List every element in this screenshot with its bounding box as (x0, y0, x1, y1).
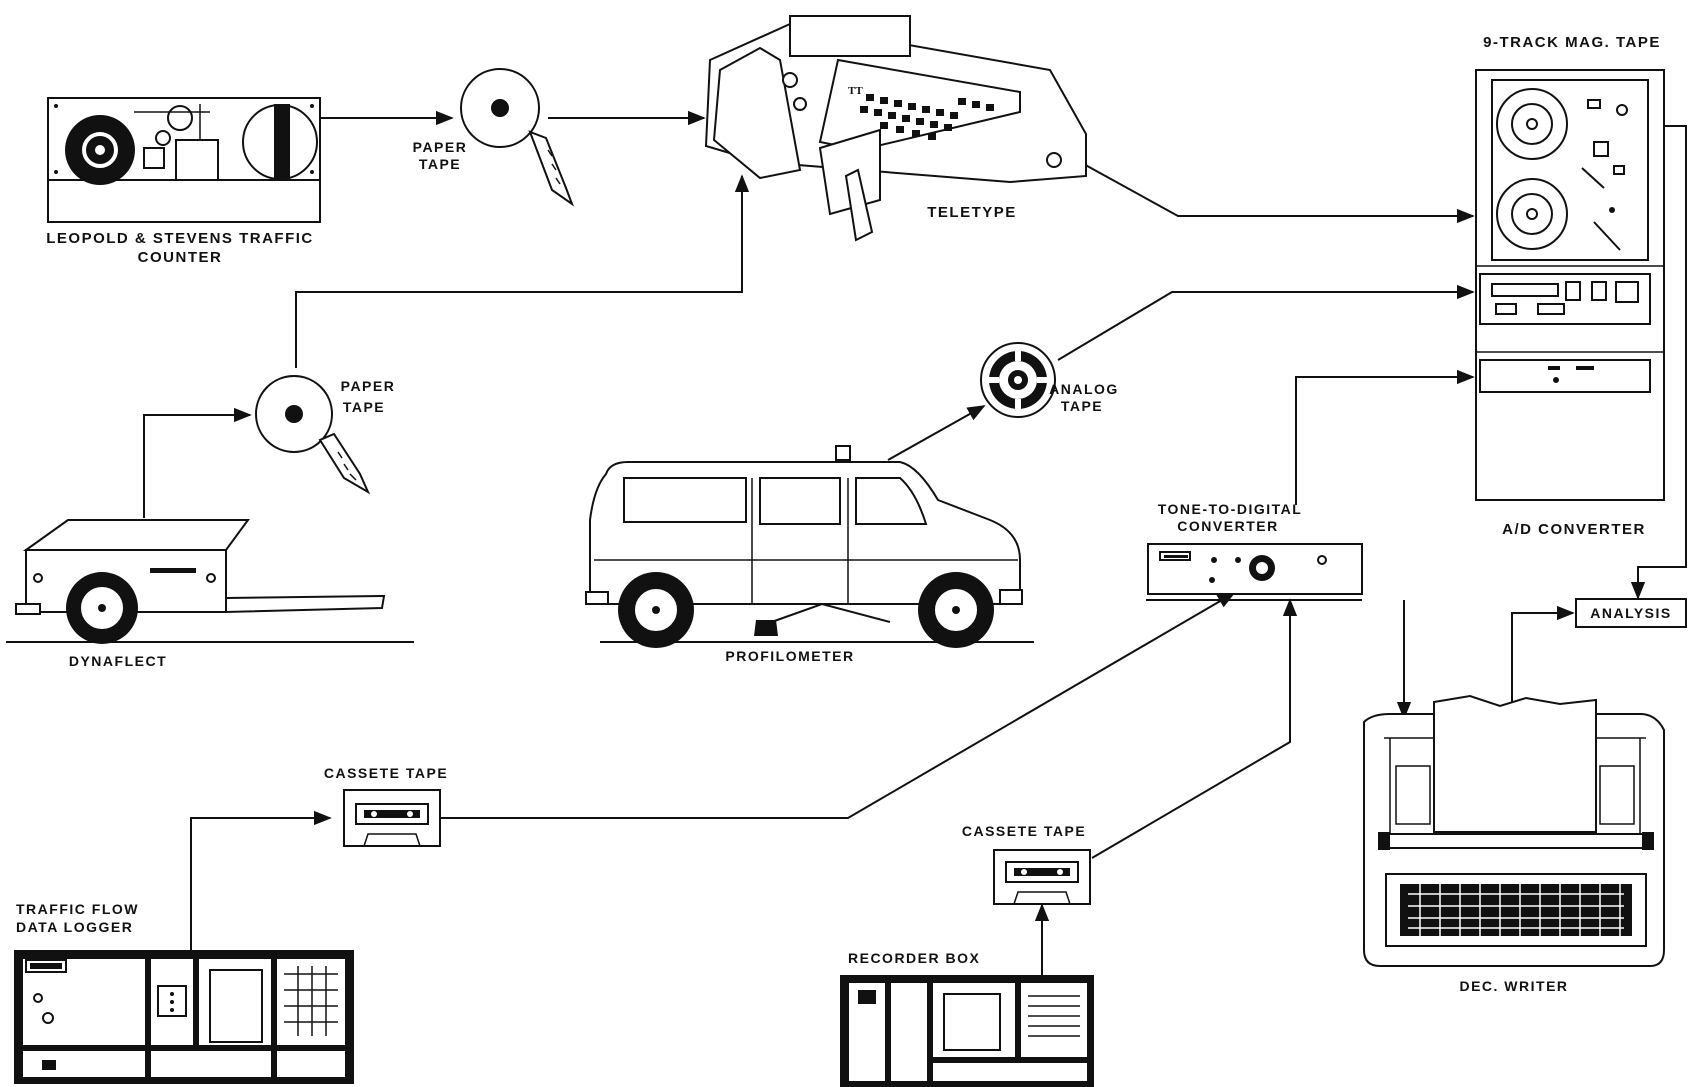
label-tone-line1: TONE-TO-DIGITAL (1158, 501, 1303, 517)
label-teletype: TELETYPE (927, 204, 1017, 221)
label-cassette-right: CASSETE TAPE (962, 823, 1086, 839)
label-tone-line2: CONVERTER (1177, 518, 1278, 534)
recorder-box-illustration (840, 975, 1094, 1087)
label-analog-tape-line2: TAPE (1061, 398, 1103, 414)
dynaflect-illustration (6, 519, 414, 644)
label-paper-tape-top-line1: PAPER (413, 139, 468, 155)
line-teletype-to-mag-tape (1079, 161, 1475, 224)
line-cassette-to-tone (440, 592, 1236, 819)
connection-lines (143, 110, 1687, 975)
analysis-box (1575, 598, 1687, 628)
teletype-illustration: TT (704, 15, 1087, 242)
line-analog-tape-to-ad (1057, 284, 1475, 361)
cassette-tape-left (343, 789, 441, 847)
label-profilometer: PROFILOMETER (725, 648, 854, 664)
label-dynaflect: DYNAFLECT (69, 653, 167, 669)
label-dec-writer: DEC. WRITER (1459, 978, 1568, 994)
label-cassette-left: CASSETE TAPE (324, 765, 448, 781)
paper-tape-reel-middle (255, 375, 371, 495)
label-logger-line1: TRAFFIC FLOW (16, 901, 139, 917)
label-analog-tape-line1: ANALOG (1049, 381, 1119, 397)
teletype-logo: TT (848, 85, 863, 97)
traffic-counter-illustration (47, 97, 321, 223)
paper-tape-reel-top (460, 68, 575, 207)
label-logger-line2: DATA LOGGER (16, 919, 133, 935)
mag-tape-cabinet (1475, 69, 1665, 501)
dec-writer-illustration (1363, 694, 1665, 967)
cassette-tape-right (993, 849, 1091, 905)
traffic-logger-illustration (14, 950, 354, 1084)
line-tone-to-ad (1295, 369, 1475, 505)
line-van-to-analog-tape (887, 405, 986, 461)
line-cassette2-to-tone (1091, 598, 1298, 859)
label-analysis: ANALYSIS (1590, 605, 1672, 621)
line-paper-tape-to-teletype-lower (295, 174, 750, 368)
line-writer-to-analysis (1511, 605, 1575, 742)
label-mag-tape: 9-TRACK MAG. TAPE (1483, 34, 1661, 51)
label-leopold-line1: LEOPOLD & STEVENS TRAFFIC (46, 230, 314, 247)
tone-converter-illustration (1146, 543, 1363, 601)
label-recorder-box: RECORDER BOX (848, 950, 980, 966)
line-logger-to-cassette (190, 810, 332, 950)
label-paper-tape-mid-line2: TAPE (343, 399, 385, 415)
label-paper-tape-mid-line1: PAPER (341, 378, 396, 394)
analog-tape-reel (980, 342, 1056, 418)
line-dynaflect-to-paper-tape (143, 407, 252, 518)
label-leopold-line2: COUNTER (138, 249, 223, 266)
profilometer-van-illustration (585, 445, 1034, 648)
label-ad-converter: A/D CONVERTER (1502, 521, 1646, 538)
label-paper-tape-top-line2: TAPE (419, 156, 461, 172)
